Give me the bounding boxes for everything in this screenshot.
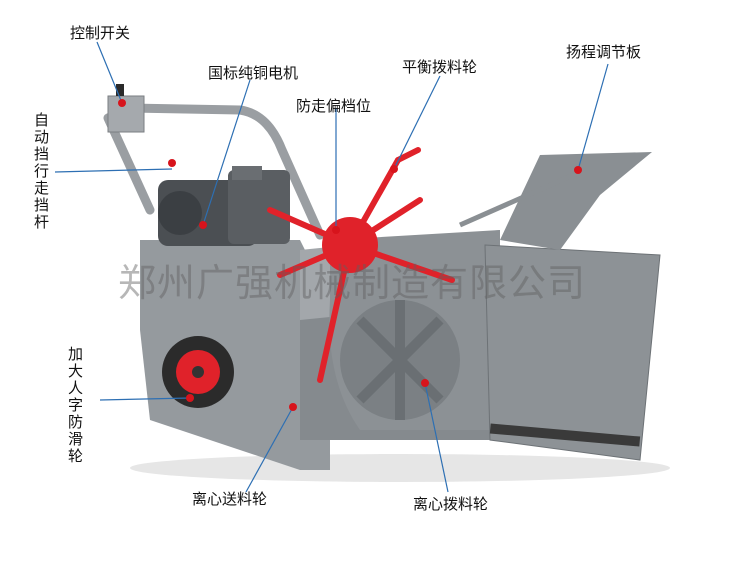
machine-body xyxy=(140,240,330,470)
label-throw-plate: 扬程调节板 xyxy=(566,43,642,61)
motor-junction-box xyxy=(232,166,262,180)
discharge-door xyxy=(484,244,661,461)
label-control-switch: 控制开关 xyxy=(70,24,131,42)
label-antislip-wheel: 加大人字防滑轮 xyxy=(68,345,84,465)
motor-fins xyxy=(228,170,290,244)
control-switch-box xyxy=(107,95,145,133)
ground-shadow xyxy=(130,454,670,482)
motor-fan-cover xyxy=(158,191,202,235)
label-auto-stop-rod: 自动挡行走挡杆 xyxy=(34,111,50,231)
leader-lines xyxy=(54,41,609,493)
plate-support xyxy=(458,169,582,228)
label-anti-walk-stop: 防走偏档位 xyxy=(296,97,372,115)
label-motor: 国标纯铜电机 xyxy=(208,64,299,82)
throw-plate xyxy=(500,152,652,250)
door-bottom-strip xyxy=(489,423,641,447)
label-balance-wheel: 平衡拨料轮 xyxy=(402,58,478,76)
label-feed-wheel: 离心送料轮 xyxy=(192,490,268,508)
pick-wheel-blades xyxy=(356,300,444,420)
markers xyxy=(118,99,582,411)
watermark-text: 郑州广强机械制造有限公司 xyxy=(118,261,587,305)
control-switch-knob xyxy=(116,84,124,96)
label-pick-wheel: 离心拨料轮 xyxy=(413,495,489,513)
antislip-wheel-center xyxy=(192,366,204,378)
